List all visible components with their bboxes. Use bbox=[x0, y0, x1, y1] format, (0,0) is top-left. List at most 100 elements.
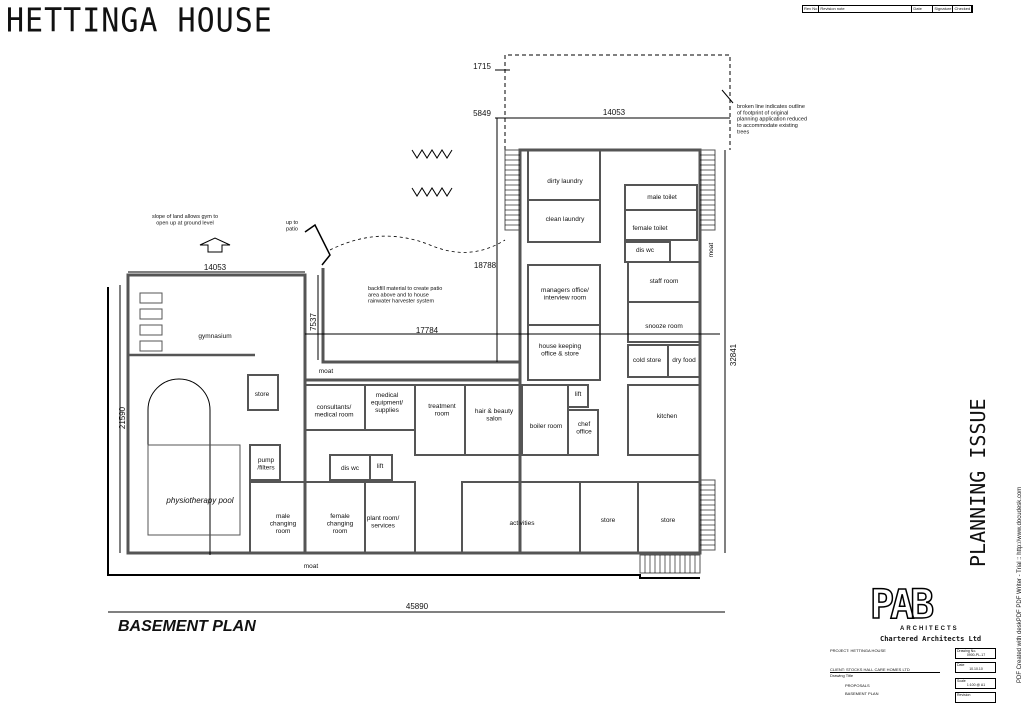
room-wall bbox=[624, 209, 698, 241]
moat-boundary bbox=[107, 287, 700, 579]
arrow-up-icon bbox=[199, 237, 231, 253]
dimension-label: 18788 bbox=[474, 261, 497, 270]
project-label: PROJECT: HETTINGA HOUSE bbox=[830, 648, 886, 653]
room-label-store-south-2: store bbox=[661, 517, 676, 524]
room-label-lift-south: lift bbox=[377, 463, 384, 470]
tree-line bbox=[329, 235, 506, 253]
revision-table: Rev No Revision note Date Signature Chec… bbox=[802, 5, 974, 13]
room-wall bbox=[527, 324, 601, 381]
room-label-male-toilet: male toilet bbox=[647, 194, 677, 201]
room-label-dirty-laundry: dirty laundry bbox=[547, 178, 583, 185]
drawing-title-line: BASEMENT PLAN bbox=[845, 691, 879, 696]
room-label-snooze-room: snooze room bbox=[645, 323, 683, 330]
date-label: Date bbox=[957, 663, 965, 667]
room-wall bbox=[249, 444, 281, 481]
tree-symbol bbox=[411, 187, 453, 197]
moat-label: moat bbox=[319, 368, 334, 375]
rev-col: Date bbox=[912, 6, 934, 12]
rev-col: Rev No bbox=[804, 6, 820, 12]
dimension-label: 14053 bbox=[603, 108, 626, 117]
room-wall bbox=[527, 149, 601, 201]
patio-wall bbox=[321, 268, 520, 364]
drawing-title-line: PROPOSALS bbox=[845, 683, 870, 688]
room-label-plant-room: plant room/services bbox=[367, 515, 400, 529]
room-wall bbox=[414, 384, 466, 456]
dimension-label: 17784 bbox=[416, 326, 439, 335]
room-label-kitchen: kitchen bbox=[657, 413, 678, 420]
watermark-text: PDF Created with deskPDF PDF Writer - Tr… bbox=[1017, 486, 1023, 683]
firm-logo: PAB bbox=[869, 582, 935, 628]
dimension-label: 5849 bbox=[473, 109, 491, 118]
room-label-gymnasium: gymnasium bbox=[198, 333, 231, 340]
room-label-cold-store: cold store bbox=[633, 357, 662, 364]
room-label-clean-laundry: clean laundry bbox=[546, 216, 585, 223]
firm-name: Chartered Architects Ltd bbox=[880, 635, 982, 643]
room-wall bbox=[364, 481, 416, 554]
drawing-no-label: Drawing No. bbox=[957, 649, 977, 653]
client-label: CLIENT: STOCKS HALL CARE HOMES LTD bbox=[830, 667, 940, 673]
drawing-title-label: Drawing Title bbox=[830, 673, 854, 678]
date-value: 10.10.10 bbox=[969, 667, 983, 671]
room-label-store-south-1: store bbox=[601, 517, 616, 524]
room-label-female-toilet: female toilet bbox=[632, 225, 667, 232]
dimension-label: 7537 bbox=[309, 313, 318, 331]
drawing-no: 0900-PL-17 bbox=[966, 653, 986, 657]
rev-col: Checked bbox=[954, 6, 973, 12]
pool-basin bbox=[147, 444, 241, 536]
room-wall bbox=[304, 384, 366, 431]
room-label-physiotherapy-pool: physiotherapy pool bbox=[165, 496, 233, 505]
room-label-dis-wc-south: dis wc bbox=[341, 465, 360, 472]
revision-label: Revision bbox=[957, 693, 971, 697]
gym-equipment bbox=[139, 324, 163, 336]
gym-equipment bbox=[139, 340, 163, 352]
gym-equipment bbox=[139, 308, 163, 320]
gym-equipment bbox=[139, 292, 163, 304]
dimension-label: 45890 bbox=[406, 602, 429, 611]
room-label-boiler-room: boiler room bbox=[530, 423, 563, 430]
room-wall bbox=[627, 384, 701, 456]
dimension-label: 32841 bbox=[729, 343, 738, 366]
room-wall bbox=[627, 301, 701, 343]
gym-pool-wing-wall bbox=[126, 273, 307, 555]
room-label-lift-east: lift bbox=[575, 391, 582, 398]
room-wall bbox=[247, 374, 279, 411]
tree-symbol bbox=[411, 149, 453, 159]
firm-logo-sub: ARCHITECTS bbox=[900, 626, 959, 632]
moat-label: moat bbox=[304, 563, 319, 570]
room-label-dry-food: dry food bbox=[672, 357, 696, 364]
room-label-consultants: consultants/medical room bbox=[314, 404, 353, 418]
room-label-pump-filters: pump/filters bbox=[257, 457, 275, 471]
planning-issue-stamp: PLANNING ISSUE bbox=[966, 398, 990, 567]
room-wall bbox=[369, 454, 393, 481]
room-label-dis-wc-north: dis wc bbox=[636, 247, 655, 254]
pool-outline bbox=[147, 378, 211, 555]
patio-stair bbox=[304, 223, 331, 266]
room-label-staff-room: staff room bbox=[650, 278, 679, 285]
scale-label: Scale bbox=[957, 679, 966, 683]
title-block: PROJECT: HETTINGA HOUSE CLIENT: STOCKS H… bbox=[830, 648, 996, 703]
room-wall bbox=[527, 199, 601, 243]
room-label-managers-office: managers office/interview room bbox=[541, 287, 589, 301]
moat-label: moat bbox=[708, 243, 715, 258]
rev-col: Signature bbox=[934, 6, 954, 12]
room-wall bbox=[521, 384, 569, 456]
leader-line bbox=[721, 89, 734, 104]
rev-col: Revision note bbox=[819, 6, 913, 12]
dimension-label: 21590 bbox=[118, 406, 127, 429]
drawing-title: HETTINGA HOUSE bbox=[6, 2, 273, 41]
room-label-store-west: store bbox=[255, 391, 270, 398]
room-label-activities: activities bbox=[510, 520, 536, 527]
plan-title: BASEMENT PLAN bbox=[118, 618, 256, 635]
dimension-label: 14053 bbox=[204, 263, 227, 272]
